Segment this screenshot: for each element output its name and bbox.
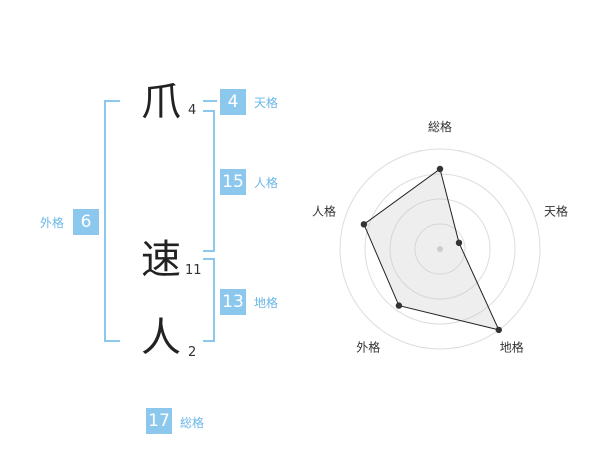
soukaku-label: 総格: [180, 416, 205, 430]
chikaku-label: 地格: [254, 296, 279, 310]
gaikaku-bracket: [104, 100, 120, 342]
radar-center-dot: [437, 246, 443, 252]
radar-point: [395, 302, 403, 309]
soukaku-value-badge: 17: [146, 408, 172, 434]
radar-ring: [414, 223, 466, 275]
name-char-3: 人: [141, 315, 181, 361]
tenkaku-value-badge: 4: [220, 89, 246, 115]
radar-axis-label: 人格: [312, 203, 336, 218]
name-char-2-strokes: 11: [185, 263, 202, 278]
radar-point: [436, 165, 444, 173]
name-char-1: 爪: [141, 79, 181, 125]
name-char-3-strokes: 2: [188, 345, 197, 360]
radar-axis-label: 総格: [428, 119, 452, 134]
gaikaku-label: 外格: [40, 216, 65, 230]
chikaku-value-badge: 13: [220, 289, 246, 315]
name-char-1-strokes: 4: [188, 103, 197, 118]
radar-point: [495, 326, 502, 334]
tenkaku-label: 天格: [254, 96, 279, 110]
jinkaku-value-badge: 15: [220, 169, 246, 195]
radar-axis-label: 地格: [500, 340, 524, 355]
tenkaku-connector: [203, 100, 217, 102]
radar-axis-label: 外格: [356, 340, 380, 355]
jinkaku-label: 人格: [254, 176, 279, 190]
radar-ring: [389, 198, 491, 300]
radar-point: [455, 239, 463, 246]
gaikaku-value-badge: 6: [73, 209, 99, 235]
radar-axis-label: 天格: [544, 203, 568, 218]
radar-point: [360, 221, 368, 228]
radar-series-polygon: [363, 168, 500, 331]
chikaku-bracket: [203, 258, 215, 342]
name-char-2: 速: [141, 237, 181, 283]
radar-ring: [364, 173, 516, 325]
jinkaku-bracket: [203, 110, 215, 252]
